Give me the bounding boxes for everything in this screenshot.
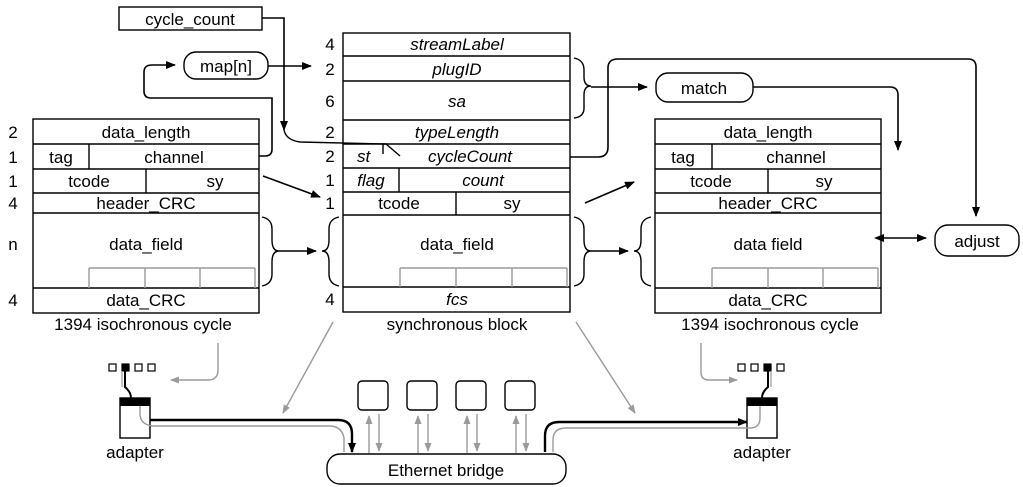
right-isochronous-packet: data_length tag channel tcode sy header_… (654, 118, 882, 334)
type-length-field: typeLength (415, 123, 499, 142)
cables (139, 406, 761, 453)
mid-size-6: 1 (325, 194, 334, 213)
right-data-field-label: data field (734, 235, 803, 254)
right-data-crc-label: data_CRC (728, 291, 807, 310)
transport-arrows (170, 321, 738, 414)
ethernet-bridge-box (326, 453, 567, 485)
right-cable-gray (552, 406, 761, 452)
right-adapter-label: adapter (733, 443, 791, 462)
middle-data-field: data_field (420, 235, 494, 254)
right-header-crc-label: header_CRC (718, 194, 817, 213)
right-adapter: adapter (733, 363, 791, 462)
left-size-data-field: n (8, 235, 17, 254)
right-port-arrow (700, 343, 738, 384)
left-isochronous-packet: data_length tag channel tcode sy header_… (8, 118, 260, 334)
left-packet-caption: 1394 isochronous cycle (54, 315, 232, 334)
left-packet-frame (32, 118, 260, 314)
left-size-data-crc: 4 (8, 291, 17, 310)
st-field: st (357, 147, 372, 166)
left-header-to-middle-arrow (262, 175, 321, 198)
middle-data-subcells (399, 267, 568, 287)
mid-size-0: 4 (325, 35, 334, 54)
channel-to-map-arrow (143, 61, 273, 157)
control-arrows (143, 17, 980, 242)
left-tcode-label: tcode (68, 172, 110, 191)
left-size-tcode-sy: 1 (8, 172, 17, 191)
left-cable-gray (139, 406, 345, 452)
right-port-icons (737, 363, 785, 372)
left-gray-arrow (282, 321, 334, 414)
left-data-subcells (88, 267, 256, 288)
mid-size-7: 4 (325, 290, 334, 309)
left-size-header-crc: 4 (8, 194, 17, 213)
middle-block-frame (342, 32, 571, 313)
cycle-count-box-label: cycle_count (145, 10, 235, 29)
synchronous-block: streamLabel plugID sa typeLength st cycl… (325, 32, 571, 334)
match-box-label: match (681, 79, 727, 98)
left-data-crc-label: data_CRC (106, 291, 185, 310)
left-sy-label: sy (207, 172, 225, 191)
left-out-brace (261, 216, 280, 287)
left-header-crc-label: header_CRC (96, 194, 195, 213)
cyclecount-to-adjust-arrow (570, 58, 980, 217)
left-size-data-length: 2 (8, 123, 17, 142)
map-box-label: map[n] (200, 57, 252, 76)
left-port-icons (108, 363, 156, 372)
ethernet-bridge-label: Ethernet bridge (388, 461, 504, 480)
left-adapter: adapter (106, 363, 164, 462)
left-adapter-cap (120, 398, 150, 406)
sa-field: sa (448, 92, 466, 111)
right-data-subcells (711, 267, 879, 288)
left-cable-dark (150, 418, 356, 453)
middle-sy-field: sy (504, 194, 522, 213)
address-brace (573, 57, 592, 119)
left-tag-label: tag (49, 148, 73, 167)
match-to-channel-arrow (753, 86, 902, 151)
mid-size-1: 2 (325, 60, 334, 79)
cycle-count-link (283, 129, 401, 157)
adjust-box-label: adjust (954, 232, 1000, 251)
right-channel-label: channel (766, 148, 826, 167)
left-data-length-label: data_length (102, 123, 191, 142)
mid-size-5: 1 (325, 171, 334, 190)
right-data-length-label: data_length (724, 123, 813, 142)
middle-tcode-field: tcode (378, 194, 420, 213)
right-tag-label: tag (671, 148, 695, 167)
mid-size-2: 6 (325, 92, 334, 111)
right-in-brace (633, 216, 652, 287)
cycle-count-field: cycleCount (428, 147, 513, 166)
bridge-node-links (365, 414, 530, 453)
mid-size-4: 2 (325, 147, 334, 166)
middle-header-to-right-arrow (584, 181, 635, 204)
cycle-count-arrow (262, 17, 288, 131)
right-sy-label: sy (816, 172, 834, 191)
left-adapter-label: adapter (106, 443, 164, 462)
mid-size-3: 2 (325, 123, 334, 142)
middle-in-brace (321, 216, 340, 287)
left-channel-label: channel (144, 148, 204, 167)
adjust-box (934, 224, 1020, 257)
flag-field: flag (357, 171, 385, 190)
right-adapter-cap (747, 398, 777, 406)
left-size-tag-channel: 1 (8, 148, 17, 167)
bridge-nodes (357, 380, 536, 411)
fcs-field: fcs (446, 290, 468, 309)
left-port-arrow (170, 343, 219, 384)
plug-id-field: plugID (431, 60, 481, 79)
middle-block-caption: synchronous block (387, 315, 528, 334)
stream-label-field: streamLabel (410, 35, 505, 54)
left-data-field-label: data_field (109, 235, 183, 254)
middle-out-brace (573, 216, 592, 287)
right-tcode-label: tcode (690, 172, 732, 191)
right-cable-dark (543, 418, 748, 452)
count-field: count (462, 171, 505, 190)
right-gray-arrow (575, 321, 636, 414)
ethernet-bridge-group: Ethernet bridge (326, 380, 567, 485)
right-packet-caption: 1394 isochronous cycle (681, 315, 859, 334)
flow-arrows (262, 175, 635, 255)
